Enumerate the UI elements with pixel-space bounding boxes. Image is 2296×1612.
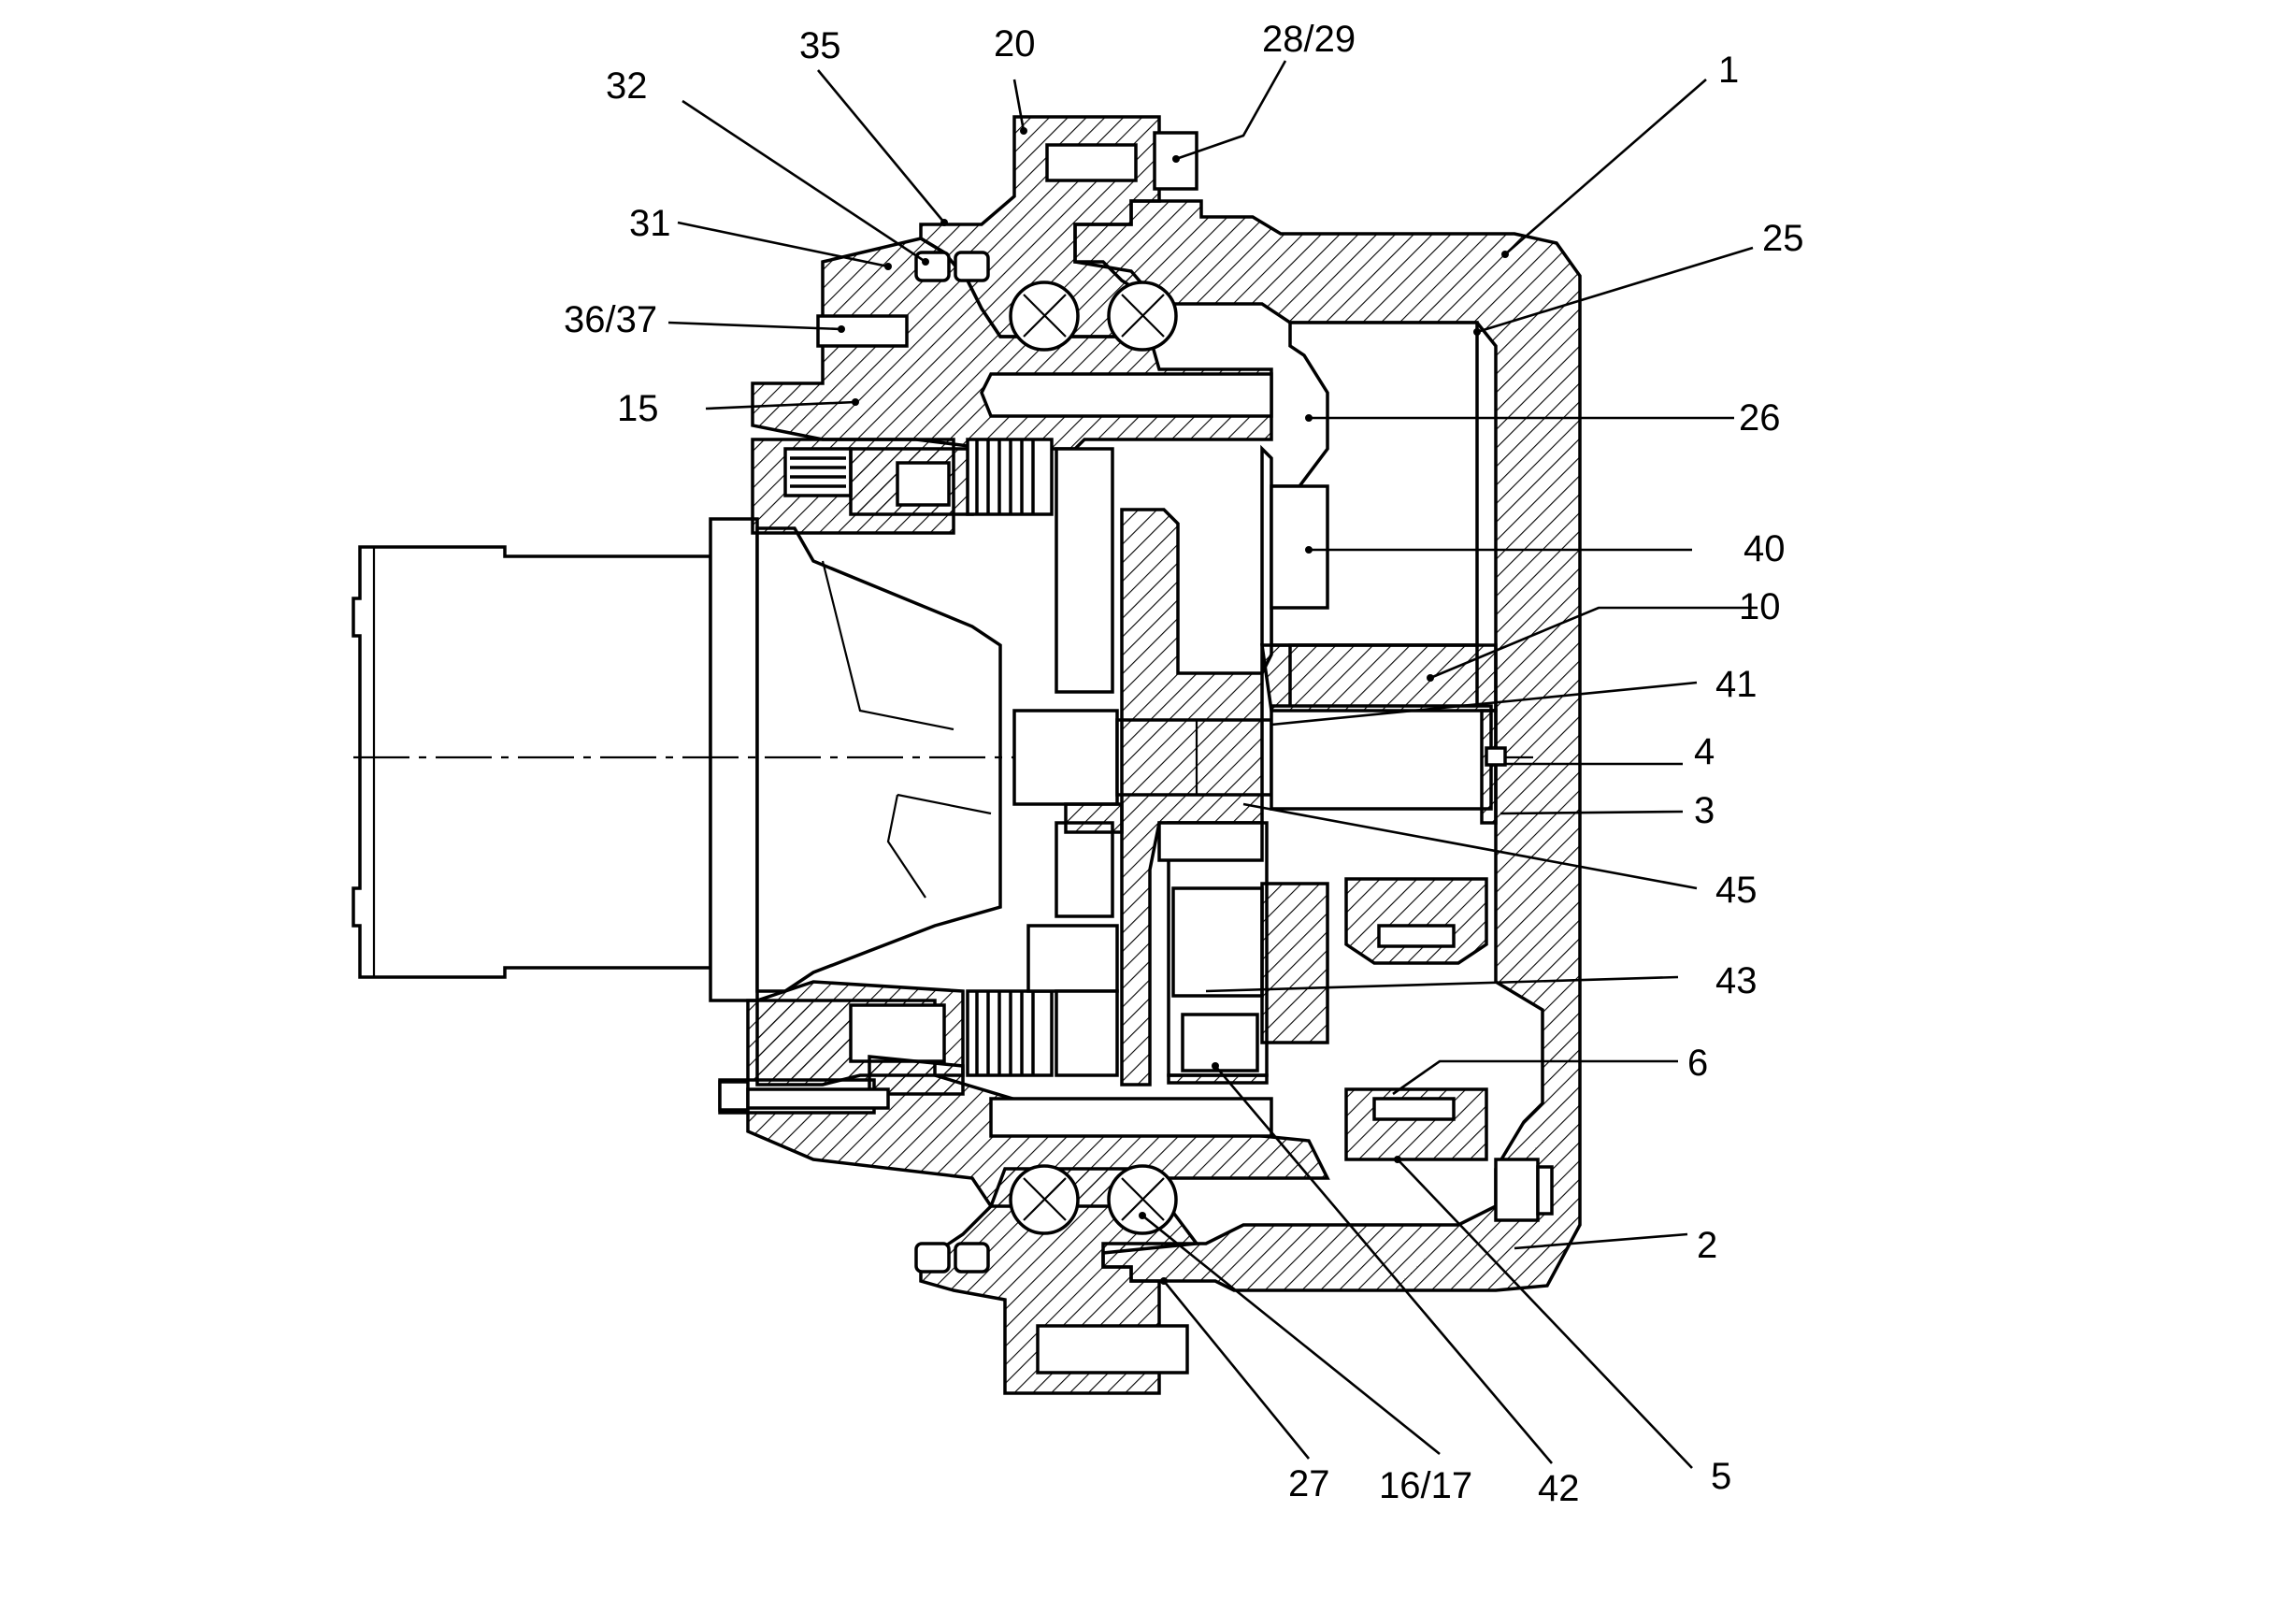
- brake-piston-bottom: [755, 980, 965, 1096]
- callout-15: 15: [617, 388, 659, 429]
- callout-5: 5: [1711, 1456, 1731, 1497]
- ring-gear-top: [1259, 444, 1498, 712]
- callout-3: 3: [1694, 790, 1715, 831]
- callout-10: 10: [1739, 586, 1781, 627]
- callout-41: 41: [1715, 664, 1758, 705]
- bolt-lower-left: [718, 1080, 890, 1112]
- callout-26: 26: [1739, 397, 1781, 439]
- brake-spring-top: [783, 447, 974, 516]
- brake-disc-stack-top: [966, 438, 1054, 516]
- callout-25: 25: [1762, 218, 1804, 259]
- brake-disc-stack-bottom: [966, 989, 1054, 1077]
- leader-lines: [667, 60, 1758, 1469]
- callout-20: 20: [994, 23, 1036, 65]
- callout-labels: 1 2 3 4 5 6 10 15 16/17 20 25 26 27 28/2…: [564, 19, 1804, 1509]
- ball-bearings: [1009, 281, 1178, 1235]
- callout-2: 2: [1697, 1225, 1717, 1266]
- callout-40: 40: [1744, 528, 1786, 569]
- planet-gear-lower: [1167, 821, 1329, 1085]
- plug-screw-part-2: [1494, 1158, 1554, 1222]
- callout-45: 45: [1715, 870, 1758, 911]
- callout-42: 42: [1538, 1468, 1580, 1509]
- callout-36-37: 36/37: [564, 299, 657, 340]
- planet-carrier-first-stage: [1026, 447, 1264, 1087]
- callout-28-29: 28/29: [1262, 19, 1356, 60]
- second-stage-carrier: [1064, 802, 1264, 862]
- callout-27: 27: [1288, 1463, 1330, 1504]
- callout-16-17: 16/17: [1379, 1465, 1472, 1506]
- callout-6: 6: [1687, 1043, 1708, 1084]
- hydraulic-motor: [352, 517, 1533, 1002]
- callout-31: 31: [629, 203, 671, 244]
- callout-4: 4: [1694, 731, 1715, 772]
- callout-32: 32: [606, 65, 648, 107]
- callout-35: 35: [799, 25, 841, 66]
- callout-1: 1: [1718, 50, 1739, 91]
- output-bearing-lower-right: [1344, 877, 1488, 1161]
- callout-43: 43: [1715, 960, 1758, 1001]
